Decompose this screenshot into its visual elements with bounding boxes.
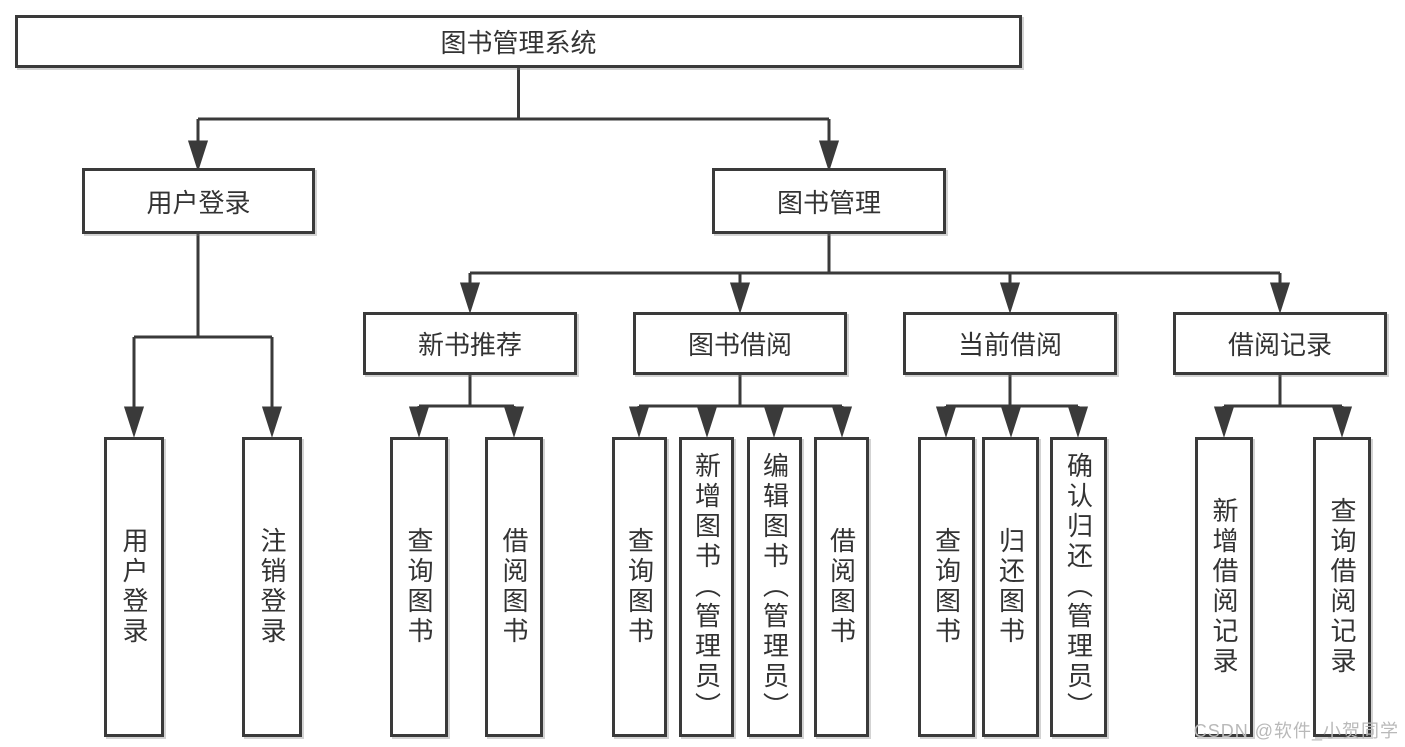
node-label: 图书管理系统 — [440, 28, 597, 58]
node-label: 编辑图书（管理员） — [759, 452, 790, 722]
leaf-query-books-recommend: 查询图书 — [390, 437, 448, 737]
leaf-query-books-borrow: 查询图书 — [612, 437, 667, 737]
leaf-query-books-current: 查询图书 — [918, 437, 975, 737]
connector-root-to-level2 — [187, 68, 840, 172]
node-label: 确认归还（管理员） — [1063, 452, 1094, 722]
leaf-borrow-books: 借阅图书 — [814, 437, 869, 737]
connector-user-login-children — [123, 234, 283, 438]
node-label: 注销登录 — [257, 527, 287, 647]
node-label: 借阅图书 — [826, 527, 857, 647]
node-library-system: 图书管理系统 — [15, 15, 1022, 68]
node-borrow-records: 借阅记录 — [1173, 312, 1387, 375]
leaf-add-book-admin: 新增图书（管理员） — [679, 437, 734, 737]
leaf-user-login: 用户登录 — [104, 437, 164, 737]
leaf-return-books: 归还图书 — [982, 437, 1039, 737]
node-label: 借阅图书 — [499, 527, 529, 647]
node-label: 当前借阅 — [957, 330, 1062, 360]
node-label: 图书借阅 — [687, 330, 792, 360]
node-label: 查询图书 — [404, 527, 434, 647]
node-label: 用户登录 — [146, 187, 251, 218]
node-new-book-recommend: 新书推荐 — [363, 312, 577, 375]
connector-book-management-children — [459, 234, 1291, 314]
leaf-borrow-books-recommend: 借阅图书 — [485, 437, 543, 737]
node-label: 用户登录 — [119, 527, 149, 647]
node-label: 新增借阅记录 — [1209, 497, 1239, 677]
leaf-add-borrow-record: 新增借阅记录 — [1195, 437, 1253, 737]
connector-borrow-records-children — [1213, 375, 1353, 438]
node-user-login: 用户登录 — [82, 168, 315, 234]
node-current-borrow: 当前借阅 — [903, 312, 1117, 375]
node-book-borrow: 图书借阅 — [633, 312, 847, 375]
connector-current-borrow-children — [935, 375, 1089, 438]
leaf-query-borrow-record: 查询借阅记录 — [1313, 437, 1371, 737]
node-label: 查询图书 — [624, 527, 655, 647]
leaf-edit-book-admin: 编辑图书（管理员） — [747, 437, 802, 737]
leaf-confirm-return-admin: 确认归还（管理员） — [1050, 437, 1107, 737]
leaf-logout: 注销登录 — [242, 437, 302, 737]
node-label: 新增图书（管理员） — [691, 452, 722, 722]
node-label: 新书推荐 — [417, 330, 522, 360]
connector-book-borrow-children — [628, 375, 853, 438]
node-label: 归还图书 — [995, 527, 1026, 647]
node-label: 图书管理 — [776, 187, 881, 218]
node-book-management: 图书管理 — [712, 168, 946, 234]
node-label: 查询图书 — [931, 527, 962, 647]
connector-new-book-children — [408, 375, 525, 438]
node-label: 借阅记录 — [1227, 330, 1332, 360]
node-label: 查询借阅记录 — [1327, 497, 1357, 677]
csdn-watermark: CSDN @软件_小贺同学 — [1193, 721, 1399, 741]
